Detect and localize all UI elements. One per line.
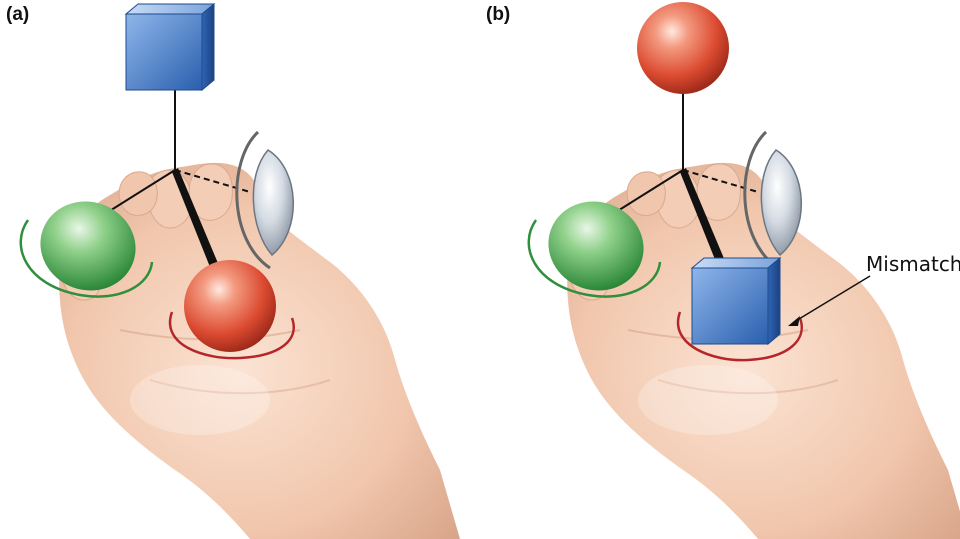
panel-b	[527, 2, 960, 539]
connector-lines	[615, 92, 759, 272]
panel-label-b: (b)	[486, 4, 511, 25]
mismatch-label: Mismatch	[866, 252, 960, 276]
red-sphere-icon	[637, 2, 729, 94]
panel-b-container: (b)	[480, 0, 960, 539]
panel-label-a: (a)	[6, 4, 30, 25]
red-ring	[676, 311, 803, 362]
panel-a-container: (a)	[6, 4, 30, 25]
grey-lens-icon	[743, 130, 802, 270]
grey-lens-icon	[235, 130, 294, 270]
green-lens-icon	[527, 201, 662, 298]
green-lens-icon	[19, 201, 154, 298]
panel-a	[19, 3, 461, 539]
mismatch-arrow	[788, 275, 871, 326]
red-sphere-icon	[168, 260, 295, 360]
